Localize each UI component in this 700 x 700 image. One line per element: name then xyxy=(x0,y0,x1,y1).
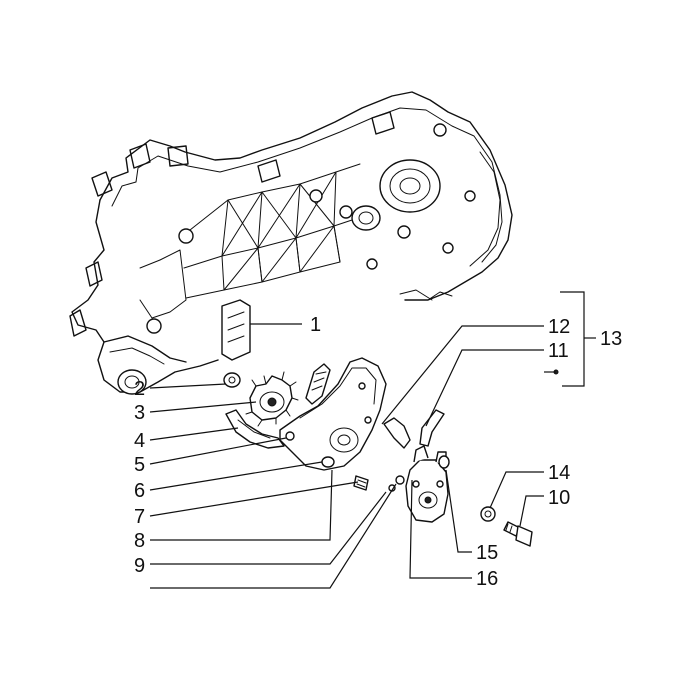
part-15-clip xyxy=(438,455,450,469)
callout-1: 1 xyxy=(310,314,321,336)
drive-chain-part xyxy=(305,363,331,405)
callout-4: 4 xyxy=(134,430,145,452)
part-11-hose xyxy=(419,409,445,447)
callout-14: 14 xyxy=(548,462,570,484)
callout-2: 2 xyxy=(134,378,145,400)
part-16-oil-pump xyxy=(405,445,449,523)
part-5-cover xyxy=(279,357,387,471)
callout-9: 9 xyxy=(134,555,145,577)
leader-lines xyxy=(149,291,596,589)
callout-8: 8 xyxy=(134,530,145,552)
part-10-bolt xyxy=(503,521,533,547)
callout-6: 6 xyxy=(134,480,145,502)
callout-7: 7 xyxy=(134,506,145,528)
part-14-washer xyxy=(480,506,496,522)
part-7-screw xyxy=(353,475,369,491)
callout-5: 5 xyxy=(134,454,145,476)
callout-10: 10 xyxy=(548,487,570,509)
callout-12: 12 xyxy=(548,316,570,338)
part-12-hose xyxy=(383,417,411,449)
part-8-ring xyxy=(395,475,405,485)
part-6-washer xyxy=(321,456,335,468)
part-2-ring xyxy=(223,372,241,388)
callout-15: 15 xyxy=(476,542,498,564)
callout-3: 3 xyxy=(134,402,145,424)
callout-16: 16 xyxy=(476,568,498,590)
callout-labels: 1 2 3 4 5 6 7 8 9 10 11 12 13 14 15 16 xyxy=(134,314,622,590)
crankcase xyxy=(69,91,513,395)
callout-13: 13 xyxy=(600,328,622,350)
part-3-gear xyxy=(245,371,299,427)
callout-11: 11 xyxy=(548,340,569,362)
part-4-shoe xyxy=(225,409,285,449)
part-1-bracket xyxy=(221,299,251,361)
